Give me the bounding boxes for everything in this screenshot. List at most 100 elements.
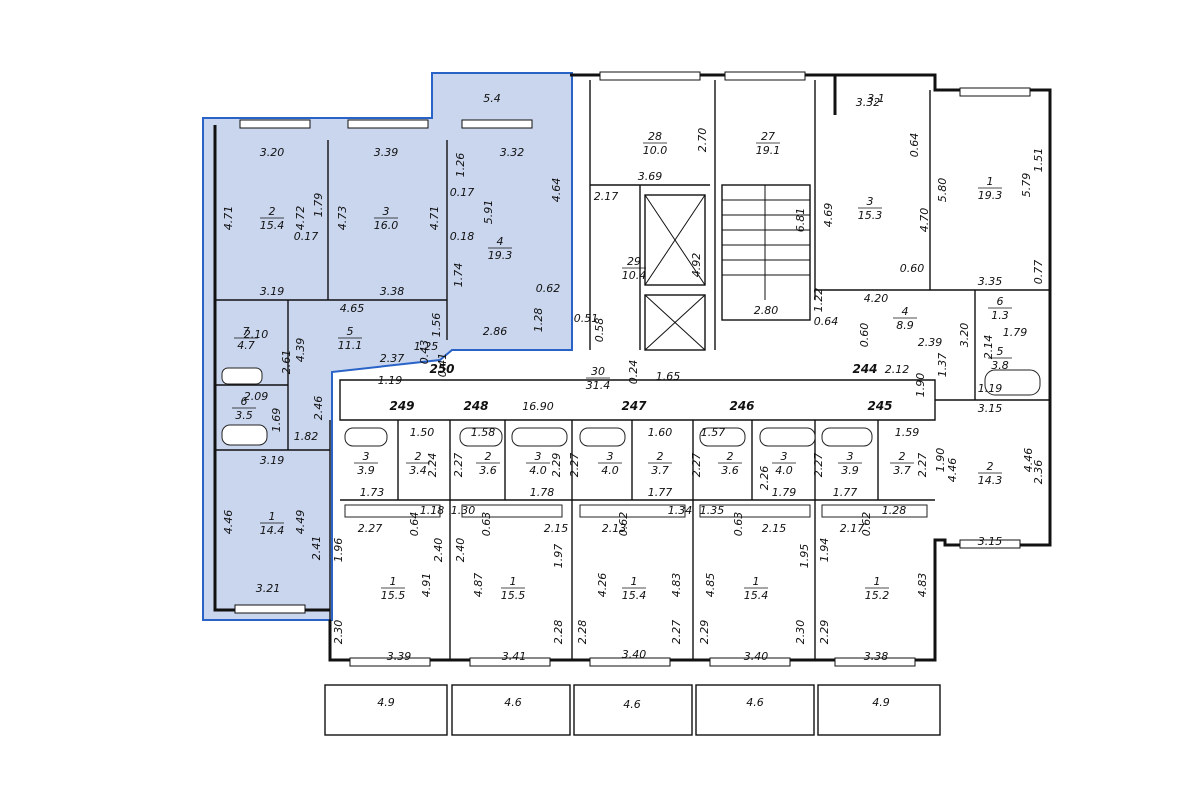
dimension-label: 2.15 (544, 522, 569, 535)
room-number: 3 (781, 450, 788, 463)
dimension-label: 2.36 (1032, 460, 1045, 485)
room-number: 2 (987, 460, 994, 473)
dimension-label: 4.87 (472, 573, 485, 598)
dimension-label: 3.40 (744, 650, 769, 663)
room-area: 14.3 (978, 474, 1003, 487)
dimension-label: 3.69 (638, 170, 663, 183)
dimension-label: 1.19 (978, 382, 1003, 395)
dimension-label: 3.20 (958, 323, 971, 348)
dimension-label: 2.17 (594, 190, 619, 203)
room-number: 5 (347, 325, 354, 338)
dimension-label: 4.70 (918, 208, 931, 233)
dimension-label: 1.30 (451, 504, 476, 517)
dimension-label: 4.83 (916, 573, 929, 598)
dimension-label: 4.26 (596, 573, 609, 598)
dimension-label: 4.49 (294, 510, 307, 535)
dimension-label: 3.38 (380, 285, 405, 298)
dimension-label: 4.73 (336, 206, 349, 231)
room-number: 2 (657, 450, 664, 463)
room-number: 3 (535, 450, 542, 463)
dimension-label: 4.69 (822, 203, 835, 228)
dimension-label: 3.20 (260, 146, 285, 159)
dimension-label: 2.30 (794, 620, 807, 645)
dimension-label: 5.79 (1020, 173, 1033, 198)
room-area: 10.0 (643, 144, 668, 157)
dimension-label: 2.39 (918, 336, 943, 349)
dimension-label: 3.21 (256, 582, 281, 595)
room-area: 3.7 (651, 464, 669, 477)
dimension-label: 1.77 (833, 486, 858, 499)
dimension-label: 2.40 (432, 538, 445, 563)
room-number: 3 (607, 450, 614, 463)
room-number: 6 (997, 295, 1004, 308)
dimension-label: 0.58 (593, 318, 606, 343)
dimension-label: 0.62 (536, 282, 561, 295)
dimension-label: 1.77 (648, 486, 673, 499)
dimension-label: 4.6 (623, 698, 641, 711)
dimension-label: 3.41 (502, 650, 527, 663)
dimension-label: 2.70 (696, 128, 709, 153)
dimension-label: 4.46 (946, 458, 959, 483)
dimension-label: 4.9 (377, 696, 395, 709)
dimension-label: 2.12 (885, 363, 910, 376)
dimension-label: 4.91 (420, 573, 433, 598)
dimension-label: 2.17 (840, 522, 865, 535)
dimension-label: 2.28 (576, 620, 589, 645)
room-area: 3.6 (721, 464, 739, 477)
room-number: 2 (899, 450, 906, 463)
dimension-label: 0.64 (408, 512, 421, 537)
dimension-label: 1.90 (934, 448, 947, 473)
dimension-label: 2.37 (380, 352, 405, 365)
room-number: 3 (363, 450, 370, 463)
room-area: 3.8 (991, 359, 1009, 372)
room-area: 15.5 (501, 589, 526, 602)
dimension-label: 2.29 (818, 620, 831, 645)
room-area: 4.0 (601, 464, 619, 477)
room-area: 15.5 (381, 589, 406, 602)
dimension-label: 0.77 (1032, 260, 1045, 285)
dimension-label: 2.27 (916, 453, 929, 478)
apartment-number: 245 (867, 399, 892, 413)
apartment-number: 247 (621, 399, 647, 413)
dimension-label: 0.64 (908, 133, 921, 158)
dimension-label: 0.43 (418, 340, 431, 365)
room-number: 2 (485, 450, 492, 463)
dimension-label: 1.65 (656, 370, 681, 383)
room-number: 2 (269, 205, 276, 218)
dimension-label: 1.25 (414, 340, 439, 353)
dimension-label: 1.79 (312, 193, 325, 218)
dimension-label: 3.19 (260, 454, 285, 467)
room-area: 15.3 (858, 209, 883, 222)
dimension-label: 3.32 (500, 146, 525, 159)
dimension-label: 4.46 (222, 510, 235, 535)
dimension-label: 1.82 (294, 430, 319, 443)
dimension-label: 3.1 (867, 92, 885, 105)
room-labels: 215.4316.0419.374.7511.163.5114.42810.02… (232, 130, 1012, 602)
room-area: 1.3 (991, 309, 1009, 322)
dimension-label: 1.96 (332, 538, 345, 563)
dimension-label: 1.58 (471, 426, 496, 439)
dimension-label: 1.26 (454, 153, 467, 178)
room-number: 1 (269, 510, 276, 523)
dimension-label: 0.17 (450, 186, 475, 199)
room-number: 2 (415, 450, 422, 463)
apartment-number: 244 (852, 362, 877, 376)
room-number: 27 (761, 130, 775, 143)
dimension-label: 2.29 (698, 620, 711, 645)
balconies (324, 684, 941, 736)
dimension-label: 2.27 (358, 522, 383, 535)
dimension-label: 2.30 (332, 620, 345, 645)
room-number: 30 (591, 365, 605, 378)
room-area: 15.4 (260, 219, 285, 232)
room-number: 1 (510, 575, 517, 588)
dimension-label: 4.6 (746, 696, 764, 709)
dimension-label: 1.90 (914, 373, 927, 398)
dimension-label: 0.60 (858, 323, 871, 348)
highlighted-apartment[interactable] (202, 72, 573, 621)
room-area: 19.3 (488, 249, 513, 262)
room-number: 6 (241, 395, 248, 408)
dimension-label: 1.79 (772, 486, 797, 499)
interior-walls (215, 80, 1050, 660)
